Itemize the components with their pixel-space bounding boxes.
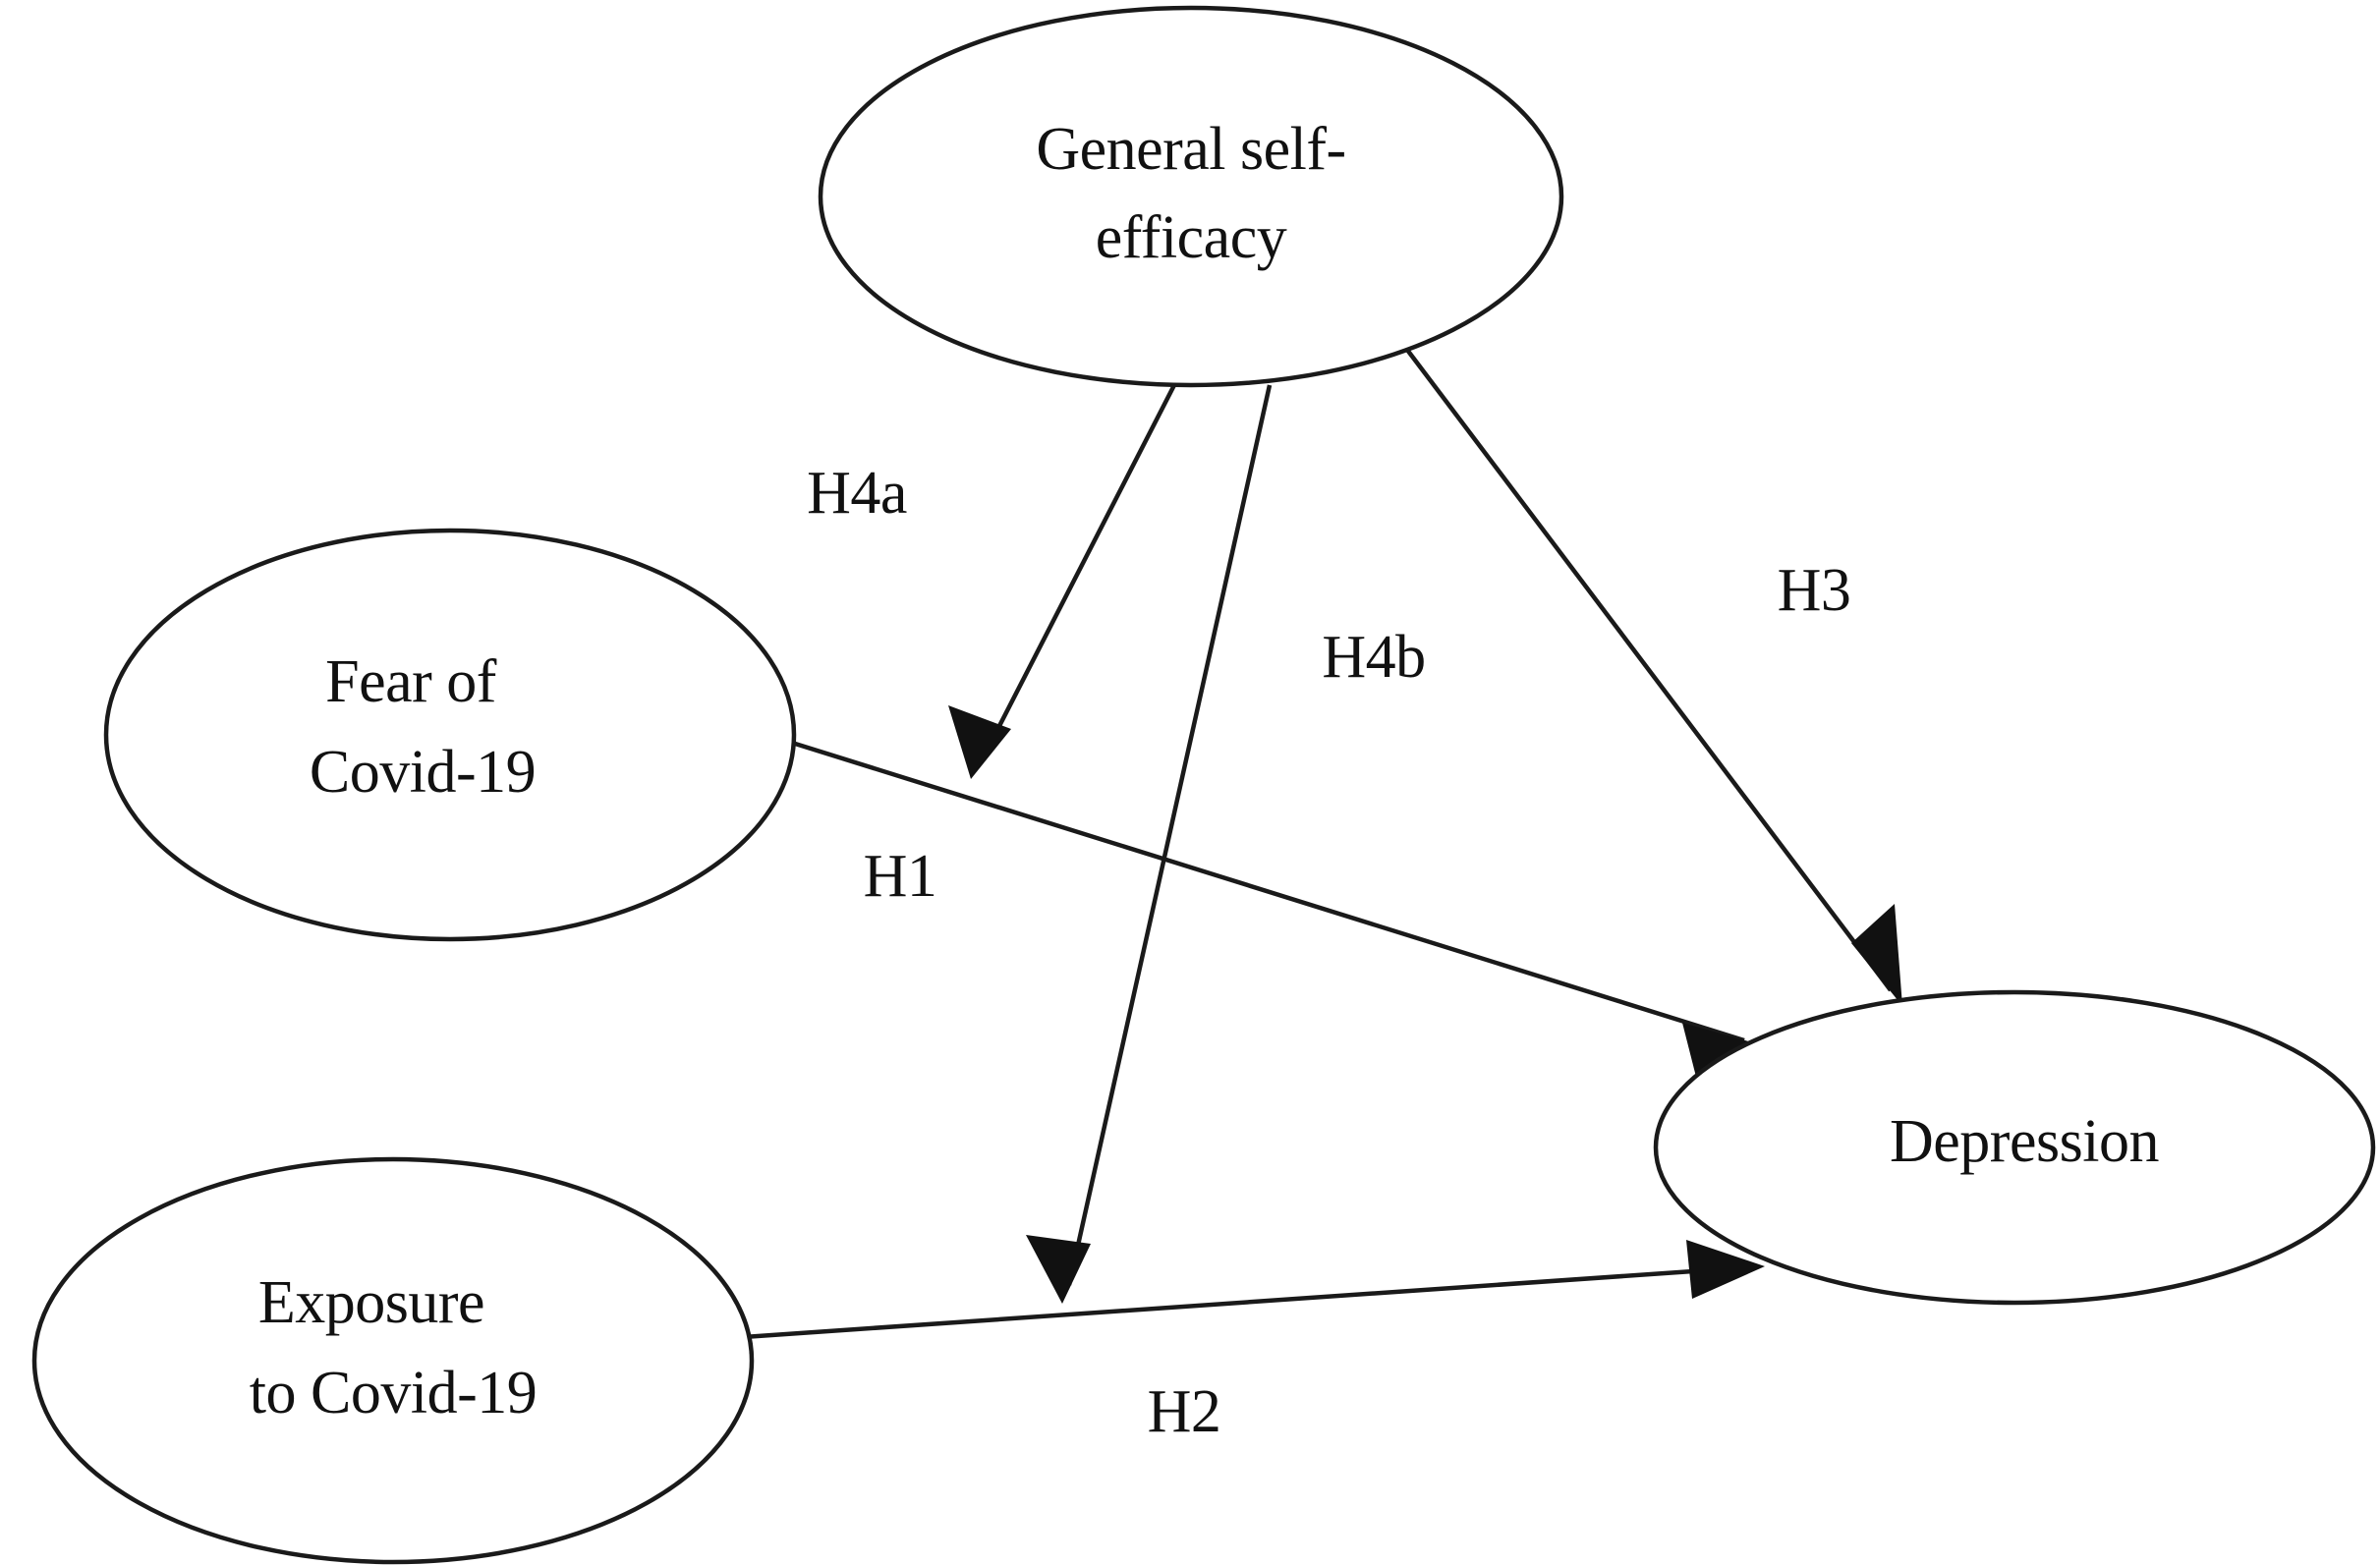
path-h2 xyxy=(728,1240,1765,1341)
node-fear-of-covid-19-shape xyxy=(103,528,797,942)
node-exposure-to-covid-19-label-line2: to Covid-19 xyxy=(250,1360,537,1426)
hypothesis-label-h3: H3 xyxy=(1778,557,1851,624)
path-h4b xyxy=(1026,384,1273,1304)
path-h4b-arrowhead xyxy=(1026,1235,1091,1304)
node-fear-of-covid-19[interactable]: Fear of Covid-19 xyxy=(103,528,797,942)
path-h3 xyxy=(1405,348,1902,1006)
hypothesis-label-h1: H1 xyxy=(864,843,937,910)
hypothesis-label-h4b: H4b xyxy=(1322,624,1425,691)
path-h1-arrowhead xyxy=(1682,1023,1759,1081)
hypothesis-label-h2: H2 xyxy=(1148,1378,1221,1445)
node-general-self-efficacy-label-line2: efficacy xyxy=(1096,204,1287,271)
path-h4a-arrowhead xyxy=(948,705,1011,779)
node-exposure-to-covid-19[interactable]: Exposure to Covid-19 xyxy=(31,1156,755,1565)
path-h4b-line xyxy=(1066,384,1273,1286)
node-depression-shape xyxy=(1653,989,2376,1306)
path-h1 xyxy=(791,740,1759,1081)
node-general-self-efficacy-shape xyxy=(818,5,1564,388)
path-h4a xyxy=(948,381,1178,779)
node-exposure-to-covid-19-label-line1: Exposure xyxy=(258,1269,484,1336)
node-fear-of-covid-19-label-line1: Fear of xyxy=(325,648,497,715)
node-general-self-efficacy-label-line1: General self- xyxy=(1036,116,1345,183)
node-depression-label-line1: Depression xyxy=(1890,1108,2159,1175)
node-general-self-efficacy[interactable]: General self- efficacy xyxy=(818,5,1564,388)
path-h1-line xyxy=(791,740,1745,1043)
hypothesis-label-h4a: H4a xyxy=(807,460,907,527)
path-h2-line xyxy=(728,1264,1751,1341)
path-h3-line xyxy=(1405,348,1893,992)
node-exposure-to-covid-19-shape xyxy=(31,1156,755,1565)
path-h2-arrowhead xyxy=(1686,1240,1765,1299)
node-fear-of-covid-19-label-line2: Covid-19 xyxy=(310,739,536,806)
path-h4a-line xyxy=(978,381,1178,764)
node-depression[interactable]: Depression xyxy=(1653,989,2376,1306)
path-h3-arrowhead xyxy=(1851,904,1902,1006)
